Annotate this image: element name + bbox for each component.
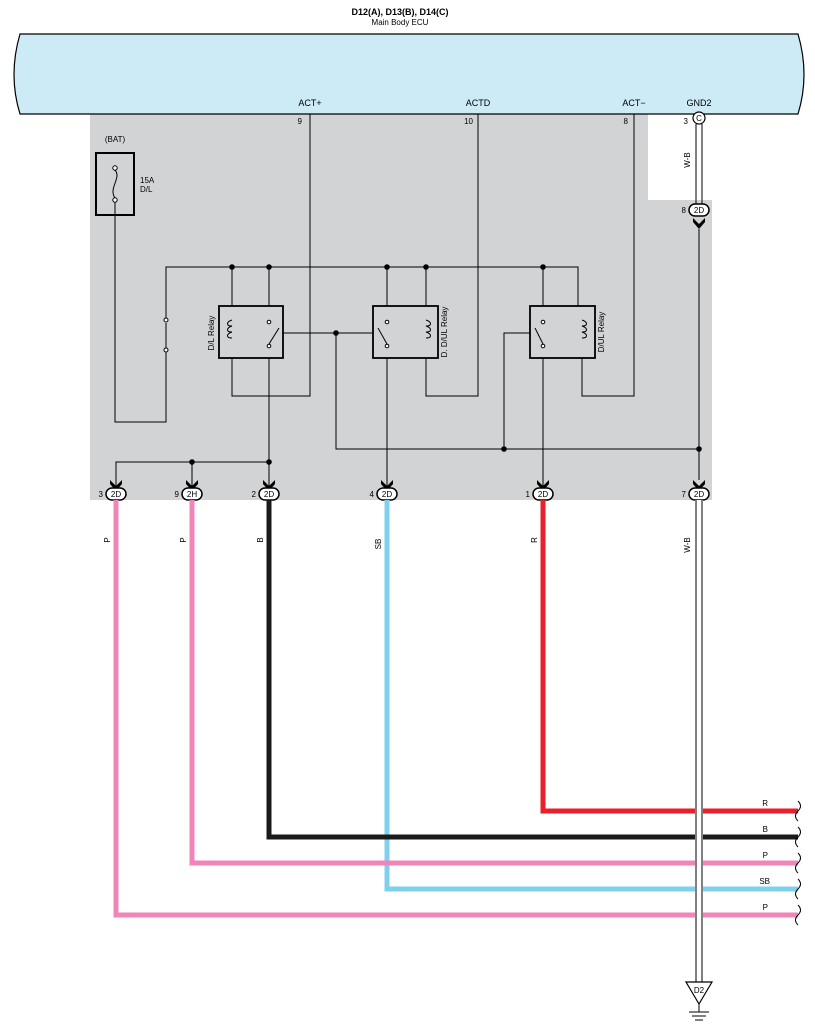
ecu-connector-title: D12(A), D13(B), D14(C) xyxy=(351,7,448,17)
pin-number-act-minus: 8 xyxy=(624,117,629,126)
svg-text:2D: 2D xyxy=(694,490,704,499)
wire-label-p-2: P xyxy=(179,537,188,542)
svg-text:2D: 2D xyxy=(264,490,274,499)
connector-9-2h: 9 2H xyxy=(175,487,203,501)
wire-label-sb: SB xyxy=(374,539,383,550)
switch-symbol xyxy=(163,317,169,353)
svg-text:2D: 2D xyxy=(694,206,704,215)
ecu-name: Main Body ECU xyxy=(372,18,429,27)
dul-relay-label: D/UL Relay xyxy=(597,312,606,353)
svg-text:2D: 2D xyxy=(538,490,548,499)
gnd-wire-bottom xyxy=(695,500,703,982)
fuse-source: (BAT) xyxy=(105,135,126,144)
dul-relay xyxy=(529,305,596,359)
connector-3-2d: 3 2D xyxy=(99,487,127,501)
svg-text:9: 9 xyxy=(175,490,180,499)
svg-text:2: 2 xyxy=(252,490,257,499)
pin-number-act-plus: 9 xyxy=(298,117,303,126)
right-label-r: R xyxy=(762,799,768,808)
svg-text:1: 1 xyxy=(526,490,531,499)
harness-wires xyxy=(113,500,798,918)
wire-b xyxy=(266,500,798,840)
wire-sb xyxy=(384,500,798,892)
junction-dots xyxy=(189,264,702,465)
pin-label-act-plus: ACT+ xyxy=(298,98,321,108)
connector-1-2d: 1 2D xyxy=(526,487,554,501)
svg-text:2D: 2D xyxy=(111,490,121,499)
connector-7-2d: 7 2D xyxy=(682,487,710,501)
fuse-rating: 15A xyxy=(140,176,155,185)
svg-text:8: 8 xyxy=(682,206,687,215)
svg-text:3: 3 xyxy=(99,490,104,499)
gnd-wire-top-label: W-B xyxy=(683,152,692,167)
right-label-sb: SB xyxy=(759,877,770,886)
svg-text:2D: 2D xyxy=(382,490,392,499)
wire-label-b: B xyxy=(256,537,265,542)
connector-2-2d: 2 2D xyxy=(252,487,280,501)
right-label-p-2: P xyxy=(763,903,768,912)
right-label-p-1: P xyxy=(763,851,768,860)
wire-label-p-1: P xyxy=(103,537,112,542)
junction-block xyxy=(90,110,712,500)
wire-p-1 xyxy=(113,500,798,918)
ddul-relay-label: D. D/UL Relay xyxy=(440,307,449,358)
connector-4-2d: 4 2D xyxy=(370,487,398,501)
gnd-wire-bottom-label: W-B xyxy=(683,537,692,552)
ecu-body xyxy=(13,33,805,115)
pin-label-actd: ACTD xyxy=(466,98,491,108)
gnd-wire-top xyxy=(695,124,703,204)
ground-label: D2 xyxy=(694,986,705,995)
pin-label-gnd2: GND2 xyxy=(686,98,711,108)
dl-relay xyxy=(218,305,284,359)
svg-text:7: 7 xyxy=(682,490,687,499)
continuation-brackets xyxy=(795,800,801,926)
wire-p-2 xyxy=(189,500,798,866)
fuse-name: D/L xyxy=(140,185,153,194)
ground-point xyxy=(684,981,714,1021)
ddul-relay xyxy=(372,305,439,359)
pin-label-act-minus: ACT− xyxy=(622,98,645,108)
pin-number-actd: 10 xyxy=(464,117,473,126)
right-label-b: B xyxy=(763,825,768,834)
pin-number-gnd2: 3 xyxy=(684,117,689,126)
gnd2-connector: C xyxy=(692,111,706,125)
dl-relay-label: D/L Relay xyxy=(207,316,216,351)
svg-text:2H: 2H xyxy=(187,490,197,499)
svg-text:C: C xyxy=(696,114,702,123)
wire-label-r: R xyxy=(530,537,539,543)
wire-r xyxy=(540,500,798,814)
svg-text:4: 4 xyxy=(370,490,375,499)
connector-top-2d: 8 2D xyxy=(682,203,710,449)
internal-wiring xyxy=(114,114,699,488)
